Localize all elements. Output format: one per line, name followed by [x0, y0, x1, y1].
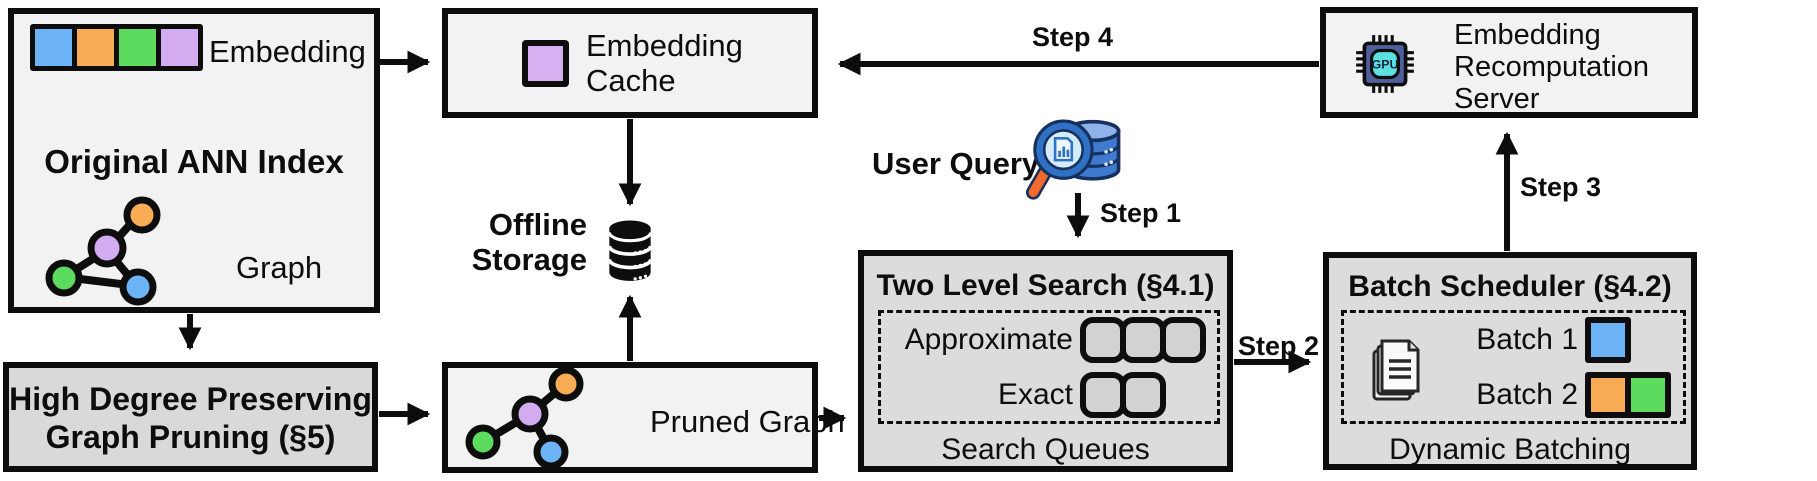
box-embedding-cache: Embedding Cache: [442, 8, 818, 118]
batch-2-squares: [1585, 371, 1671, 418]
cached-embedding-square: [522, 40, 569, 87]
approximate-queue-row: Approximate: [881, 316, 1217, 363]
embedding-vector: [30, 24, 203, 71]
two-level-search-title: Two Level Search (§4.1): [876, 269, 1215, 302]
box-original-ann-index: Embedding Original ANN Index Graph: [8, 8, 380, 313]
box-two-level-search: Two Level Search (§4.1) Approximate Exac…: [858, 250, 1233, 472]
dynamic-batching-panel: Batch 1 Batch 2: [1341, 310, 1686, 424]
box-recomputation-server: GPU Embedding Recomputation Server: [1320, 7, 1698, 118]
box-pruned-graph: Pruned Graph: [442, 362, 845, 473]
user-query-icon: [1026, 119, 1121, 200]
magnifier-icon: [1026, 119, 1094, 200]
search-queues-caption: Search Queues: [941, 433, 1150, 466]
embedding-square-orange: [77, 29, 114, 66]
batch-1-row: Batch 1: [1344, 316, 1683, 363]
embedding-cache-label: Embedding Cache: [586, 28, 743, 98]
box-graph-pruning: High Degree Preserving Graph Pruning (§5…: [3, 362, 378, 472]
batch-scheduler-title: Batch Scheduler (§4.2): [1348, 270, 1672, 303]
batch-2-row: Batch 2: [1344, 371, 1683, 418]
queue-slot: [1120, 371, 1166, 418]
graph-label: Graph: [236, 250, 323, 285]
embedding-label: Embedding: [209, 34, 366, 69]
approximate-queue-slots: [1080, 316, 1206, 363]
approximate-label: Approximate: [904, 322, 1073, 356]
batch-1-squares: [1585, 316, 1631, 363]
documents-icon: [1372, 339, 1420, 401]
database-icon: [607, 220, 653, 281]
exact-queue-slots: [1080, 371, 1166, 418]
ann-index-title: Original ANN Index: [44, 143, 344, 180]
dynamic-batching-caption: Dynamic Batching: [1389, 433, 1631, 466]
box-batch-scheduler: Batch Scheduler (§4.2) Batch 1: [1323, 252, 1697, 470]
exact-queue-row: Exact: [881, 371, 1217, 418]
pruned-graph-icon: [465, 368, 584, 468]
batch-1-label: Batch 1: [1476, 322, 1578, 356]
graph-icon: [45, 196, 161, 306]
embedding-square-green: [119, 29, 156, 66]
offline-storage-label: Offline Storage: [471, 207, 587, 277]
queue-slot: [1160, 316, 1206, 363]
step-4-label: Step 4: [1032, 22, 1114, 52]
pruned-graph-label: Pruned Graph: [650, 404, 845, 439]
recomputation-server-label: Embedding Recomputation Server: [1454, 19, 1650, 115]
step-2-label: Step 2: [1238, 331, 1320, 361]
batch-2-label: Batch 2: [1476, 377, 1578, 411]
query-document-glyph: [1053, 136, 1074, 162]
graph-pruning-title: High Degree Preserving Graph Pruning (§5…: [9, 381, 372, 455]
batch-1-square-blue: [1585, 316, 1631, 363]
gpu-icon-label: GPU: [1372, 58, 1399, 72]
embedding-square-blue: [35, 29, 72, 66]
gpu-icon: GPU: [1356, 35, 1414, 93]
step-3-label: Step 3: [1520, 172, 1602, 202]
search-queues-panel: Approximate Exact: [878, 310, 1220, 424]
exact-label: Exact: [997, 377, 1073, 411]
embedding-square-purple: [161, 29, 198, 66]
user-query-label: User Query: [872, 146, 1040, 181]
step-1-label: Step 1: [1100, 198, 1182, 228]
batch-2-square-green: [1625, 371, 1671, 418]
